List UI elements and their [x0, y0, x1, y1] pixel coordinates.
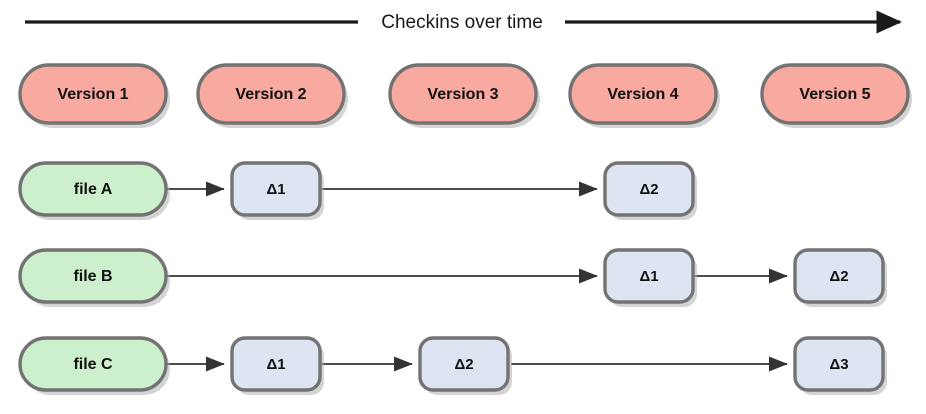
file-pill-shape: [18, 248, 168, 304]
delta-node-a2[interactable]: Δ2: [603, 161, 697, 220]
delta-label: Δ1: [266, 181, 285, 198]
file-pill-shape: [18, 336, 168, 392]
version-node-4[interactable]: Version 4: [568, 63, 720, 128]
version-pill-shape: [760, 63, 910, 125]
delta-box-shape: [793, 248, 885, 304]
delta-node-b1[interactable]: Δ1: [603, 248, 697, 307]
delta-box-shape: [603, 248, 695, 304]
file-node-c[interactable]: file C: [18, 336, 170, 395]
delta-label: Δ2: [639, 181, 658, 198]
version-node-1[interactable]: Version 1: [18, 63, 170, 128]
file-pill-shape: [18, 161, 168, 217]
version-row: Version 1 Version 2 Version 3 Version 4: [18, 63, 912, 128]
version-node-3[interactable]: Version 3: [388, 63, 540, 128]
version-pill-shape: [568, 63, 718, 125]
delta-label: Δ2: [454, 356, 473, 373]
timeline-axis: Checkins over time: [25, 10, 902, 34]
version-node-2[interactable]: Version 2: [196, 63, 348, 128]
file-label: file C: [73, 356, 113, 373]
file-label: file B: [73, 268, 112, 285]
delta-node-b2[interactable]: Δ2: [793, 248, 887, 307]
file-row-a: file A Δ1 Δ2: [18, 161, 697, 220]
file-label: file A: [74, 181, 113, 198]
delta-label: Δ2: [829, 268, 848, 285]
delta-box-shape: [418, 336, 510, 392]
file-node-a[interactable]: file A: [18, 161, 170, 220]
version-pill-shape: [388, 63, 538, 125]
delta-label: Δ3: [829, 356, 848, 373]
version-node-5[interactable]: Version 5: [760, 63, 912, 128]
delta-box-shape: [230, 336, 322, 392]
delta-label: Δ1: [266, 356, 285, 373]
delta-node-c3[interactable]: Δ3: [793, 336, 887, 395]
version-label: Version 3: [427, 86, 498, 103]
file-row-b: file B Δ1 Δ2: [18, 248, 887, 307]
version-pill-shape: [18, 63, 168, 125]
delta-box-shape: [793, 336, 885, 392]
version-label: Version 5: [799, 86, 870, 103]
version-label: Version 1: [57, 86, 128, 103]
version-pill-shape: [196, 63, 346, 125]
timeline-label: Checkins over time: [381, 12, 543, 33]
delta-label: Δ1: [639, 268, 658, 285]
delta-node-c2[interactable]: Δ2: [418, 336, 512, 395]
file-row-c: file C Δ1 Δ2 Δ3: [18, 336, 887, 395]
delta-box-shape: [230, 161, 322, 217]
delta-node-a1[interactable]: Δ1: [230, 161, 324, 220]
delta-box-shape: [603, 161, 695, 217]
delta-node-c1[interactable]: Δ1: [230, 336, 324, 395]
version-label: Version 2: [235, 86, 306, 103]
version-label: Version 4: [607, 86, 678, 103]
file-node-b[interactable]: file B: [18, 248, 170, 307]
